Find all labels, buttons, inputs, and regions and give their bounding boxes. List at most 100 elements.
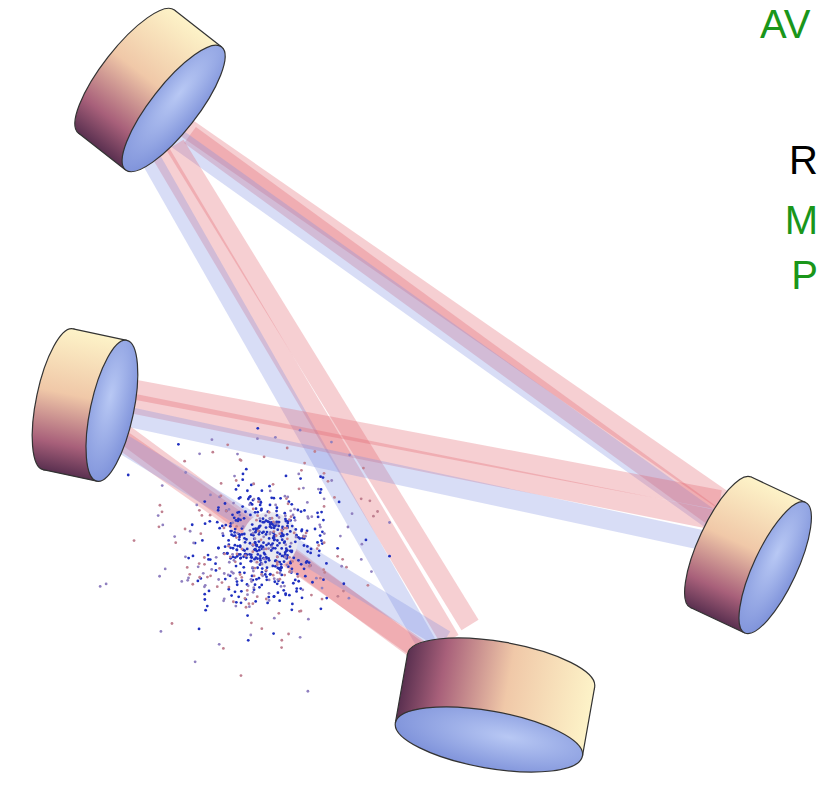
atom (266, 566, 269, 569)
atom (262, 535, 265, 538)
atom (314, 528, 317, 531)
atom (276, 544, 279, 547)
atom (348, 597, 351, 600)
atom (273, 577, 276, 580)
atom (230, 530, 233, 533)
atom (256, 553, 259, 556)
atom (269, 517, 272, 520)
atom (249, 542, 252, 545)
atom (230, 594, 233, 597)
atom (249, 529, 252, 532)
atom (105, 583, 108, 586)
atom (198, 509, 201, 512)
atom (268, 511, 271, 514)
atom (221, 581, 224, 584)
atom (276, 571, 279, 574)
atom (252, 528, 255, 531)
atom (269, 522, 272, 525)
label-text: M (785, 200, 818, 240)
mirror-face (107, 33, 240, 185)
atom (311, 581, 314, 584)
atom (243, 533, 246, 536)
atom (198, 562, 201, 565)
atom (184, 555, 187, 558)
atom (273, 580, 276, 583)
atom (265, 544, 268, 547)
atom (284, 514, 287, 517)
atom (242, 473, 245, 476)
atom (322, 476, 325, 479)
atom (223, 572, 226, 575)
atom (254, 600, 257, 603)
atom (318, 549, 321, 552)
atom (158, 525, 161, 528)
atom (187, 557, 190, 560)
atom (296, 509, 299, 512)
atom (204, 609, 207, 612)
atom (319, 607, 322, 610)
atom (316, 547, 319, 550)
atom (246, 547, 249, 550)
atom (161, 484, 164, 487)
atom (263, 557, 266, 560)
atom (194, 660, 197, 663)
atom (249, 634, 252, 637)
atom (269, 531, 272, 534)
atom (218, 527, 221, 530)
atom (286, 537, 289, 540)
atom (319, 534, 322, 537)
atom (273, 536, 276, 539)
atom (254, 531, 257, 534)
atom (256, 437, 259, 440)
atom (323, 541, 326, 544)
atom (360, 497, 363, 500)
atom (239, 557, 242, 560)
atom (235, 479, 238, 482)
atom (284, 593, 287, 596)
atom (252, 482, 255, 485)
atom (270, 496, 273, 499)
atom (244, 541, 247, 544)
atom (247, 639, 250, 642)
atom (278, 599, 281, 602)
atom (317, 516, 320, 519)
atom (272, 574, 275, 577)
atom (226, 443, 229, 446)
atom (273, 617, 276, 620)
atom (158, 575, 161, 578)
atom (240, 601, 243, 604)
atom (281, 555, 284, 558)
atom (287, 502, 290, 505)
atom (233, 559, 236, 562)
atom (294, 540, 297, 543)
atom (241, 548, 244, 551)
atom (161, 524, 164, 527)
atom (262, 548, 265, 551)
atom (208, 589, 211, 592)
atom (266, 602, 269, 605)
atom (268, 599, 271, 602)
atom (240, 590, 243, 593)
atom (203, 563, 206, 566)
atom (315, 577, 318, 580)
atom (286, 549, 289, 552)
atom (231, 521, 234, 524)
atom (240, 459, 243, 462)
atom (252, 570, 255, 573)
atom (316, 541, 319, 544)
atom (306, 545, 309, 548)
atom (276, 551, 279, 554)
atom (263, 552, 266, 555)
atom (232, 502, 235, 505)
atom (297, 580, 300, 583)
atom (300, 510, 303, 513)
mirror-face (390, 695, 587, 784)
atom (262, 530, 265, 533)
atom (254, 583, 257, 586)
atom (269, 517, 272, 520)
atom (235, 525, 238, 528)
atom (272, 595, 275, 598)
atom (278, 516, 281, 519)
atom (299, 477, 302, 480)
